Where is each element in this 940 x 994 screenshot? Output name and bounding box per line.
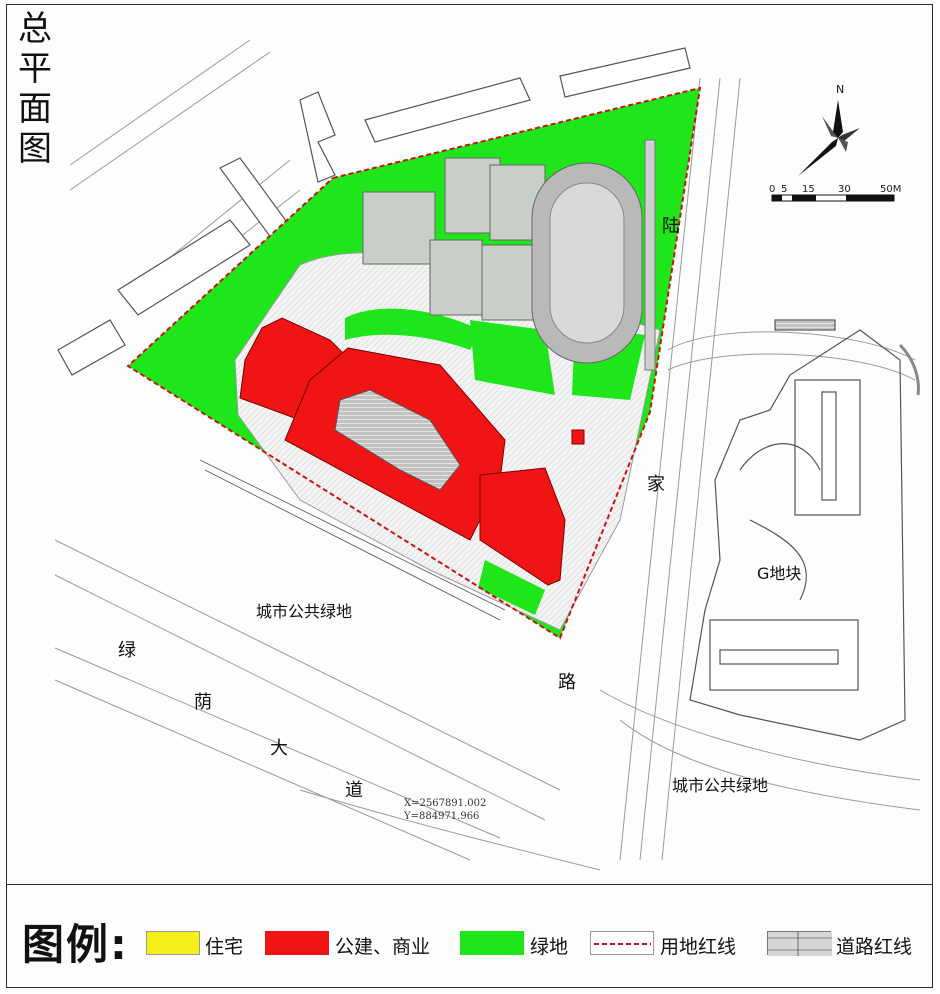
label-city-green-right: 城市公共绿地 xyxy=(672,776,769,795)
running-track xyxy=(531,139,656,371)
dimension-lines xyxy=(199,459,506,621)
legend-swatch-green xyxy=(460,931,524,955)
scale-label: 50M xyxy=(880,184,902,195)
road-redline-sample xyxy=(768,932,832,956)
legend-swatch-redline xyxy=(590,931,654,955)
redline-sample xyxy=(594,943,651,945)
title-char: 总 xyxy=(18,9,52,49)
label-city-green-left: 城市公共绿地 xyxy=(256,602,353,621)
title-char: 图 xyxy=(18,129,52,169)
label-g-block: G地块 xyxy=(757,564,802,583)
site-plan-map xyxy=(54,39,921,871)
road-lujia-char: 路 xyxy=(558,672,576,693)
scale-label: 5 xyxy=(781,184,788,195)
scale-label: 30 xyxy=(838,184,851,195)
legend: 图例: 住宅 公建、商业 绿地 用地红线 道路红线 xyxy=(0,905,940,975)
scale-bar xyxy=(771,194,895,202)
north-label: N xyxy=(836,83,845,96)
legend-swatch-building xyxy=(265,931,329,955)
legend-swatch-residential xyxy=(146,931,200,955)
road-lvyin-char: 道 xyxy=(345,780,363,801)
title-char: 面 xyxy=(18,89,52,129)
legend-label-residential: 住宅 xyxy=(205,936,244,958)
north-arrow-icon xyxy=(798,100,860,176)
site-redline xyxy=(126,86,702,640)
scale-label: 15 xyxy=(802,184,815,195)
g-block xyxy=(689,319,920,741)
coordinate-x: X=2567891.002 xyxy=(404,798,487,809)
road-lvyin-char: 绿 xyxy=(118,640,136,661)
atrium-roof xyxy=(334,389,461,491)
legend-label-green: 绿地 xyxy=(530,936,569,958)
legend-separator xyxy=(6,884,933,885)
road-lujia-char: 家 xyxy=(647,474,665,495)
legend-swatch-road xyxy=(767,931,832,956)
road-lvyin-char: 荫 xyxy=(194,692,212,713)
legend-label-road: 道路红线 xyxy=(836,936,913,958)
legend-title: 图例: xyxy=(22,920,129,969)
legend-label-redline: 用地红线 xyxy=(660,936,737,958)
coordinate-y: Y=884971.966 xyxy=(404,811,480,822)
title-char: 平 xyxy=(18,49,52,89)
road-lujia-char: 陆 xyxy=(662,216,680,237)
scale-label: 0 xyxy=(769,184,776,195)
basketball-courts xyxy=(362,157,546,321)
road-lvyin-char: 大 xyxy=(270,738,288,759)
legend-label-building: 公建、商业 xyxy=(335,936,431,958)
